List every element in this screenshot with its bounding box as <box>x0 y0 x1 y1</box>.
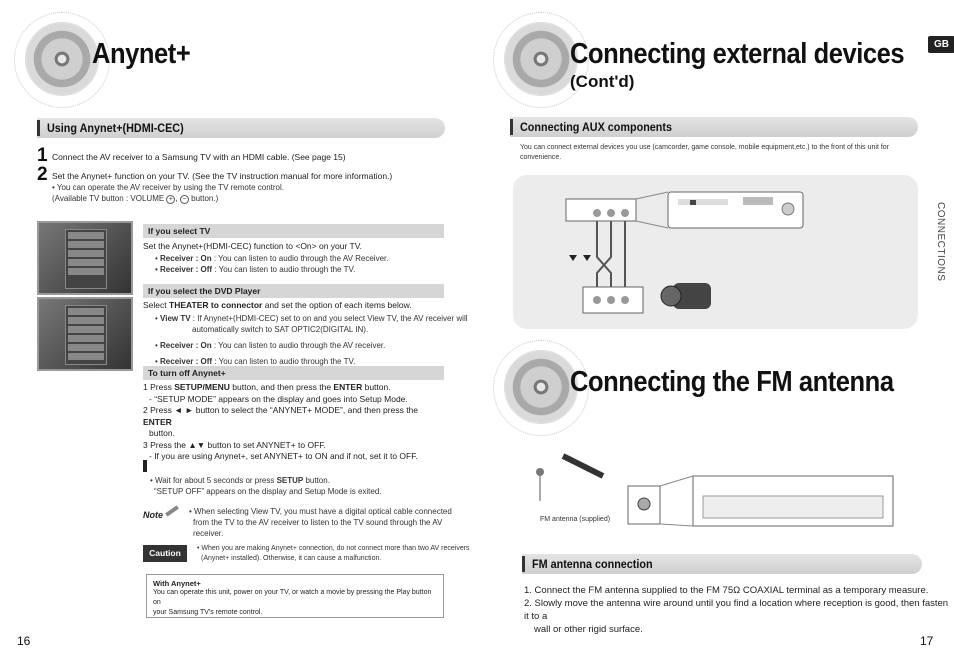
step-2-note: • You can operate the AV receiver by usi… <box>52 182 284 204</box>
section-bar-aux: Connecting AUX components <box>510 117 918 137</box>
volume-note: (Available TV button : VOLUME <box>52 194 165 203</box>
anynet-info-text1: You can operate this unit, power on your… <box>153 589 432 606</box>
select-tv-item-on: • Receiver : On : You can listen to audi… <box>155 254 389 263</box>
aux-diagram-panel <box>513 175 918 329</box>
select-tv-items: • Receiver : On : You can listen to audi… <box>155 253 388 275</box>
disc-decoration-ring-left <box>14 12 110 108</box>
turn-off-step-2-cont: button. <box>149 428 175 438</box>
disc-decoration-ring-right-mid <box>493 340 589 436</box>
disc-decoration-left <box>25 22 99 96</box>
turn-off-step-3: 3 Press the ▲▼ button to set ANYNET+ to … <box>143 439 326 450</box>
step-number-1: 1 <box>37 145 48 166</box>
view-tv-item-cont: automatically switch to SAT OPTIC2(DIGIT… <box>192 325 369 334</box>
tv-menu-screenshot-1 <box>37 221 133 295</box>
caution-text: • When you are making Anynet+ connection… <box>197 545 470 562</box>
page-number-right: 17 <box>920 634 934 648</box>
note-label: Note <box>143 510 163 520</box>
language-badge: GB <box>928 36 954 53</box>
exit-setup-line2: “SETUP OFF” appears on the display and S… <box>154 487 382 496</box>
step-number-2: 2 <box>37 164 48 185</box>
anynet-info-box: With Anynet+ You can operate this unit, … <box>146 574 444 618</box>
header-select-tv: If you select TV <box>143 224 444 238</box>
minus-button-icon: − <box>179 195 189 204</box>
disc-decoration-right-top <box>504 22 578 96</box>
header-turn-off: To turn off Anynet+ <box>143 366 444 380</box>
anynet-info-title: With Anynet+ <box>153 579 201 588</box>
fm-section-title: Connecting the FM antenna <box>570 366 894 398</box>
fm-antenna-caption: FM antenna (supplied) <box>540 516 611 523</box>
anynet-info-text2: your Samsung TV's remote control. <box>153 609 263 616</box>
step-2-note-line1: • You can operate the AV receiver by usi… <box>52 183 284 192</box>
page-number-left: 16 <box>17 634 31 648</box>
tv-menu-screenshot-2 <box>37 297 133 371</box>
side-tab-connections: CONNECTIONS <box>935 202 946 282</box>
page-subtitle-right: (Cont'd) <box>570 72 635 91</box>
exit-setup-marker <box>143 460 147 472</box>
step-2-text: Set the Anynet+ function on your TV. (Se… <box>52 171 393 181</box>
fm-antenna-diagram <box>536 453 894 527</box>
section-bar-fm: FM antenna connection <box>522 554 922 574</box>
select-dvd-item-on: • Receiver : On : You can listen to audi… <box>155 341 386 350</box>
fm-step-2-cont: wall or other rigid surface. <box>534 624 643 635</box>
select-tv-text: Set the Anynet+(HDMI-CEC) function to <O… <box>143 241 362 251</box>
fm-steps: 1. Connect the FM antenna supplied to th… <box>524 584 954 636</box>
disc-decoration-ring-right-top <box>493 12 589 108</box>
view-tv-item: • View TV : If Anynet+(HDMI-CEC) set to … <box>155 314 468 323</box>
section-heading-fm: FM antenna connection <box>532 557 653 571</box>
disc-decoration-right-mid <box>504 350 578 424</box>
header-select-dvd: If you select the DVD Player <box>143 284 444 298</box>
section-bar-anynet: Using Anynet+(HDMI-CEC) <box>37 118 445 138</box>
caution-badge: Caution <box>143 545 187 562</box>
aux-description: You can connect external devices you use… <box>520 144 890 161</box>
fm-step-2: 2. Slowly move the antenna wire around u… <box>524 598 949 622</box>
page-title-left: Anynet+ <box>92 38 191 70</box>
section-heading-anynet: Using Anynet+(HDMI-CEC) <box>47 121 184 135</box>
turn-off-step-1-note: - “SETUP MODE” appears on the display an… <box>149 393 408 404</box>
step-2-note-line2: (Available TV button : VOLUME +, − butto… <box>52 194 219 204</box>
select-tv-item-off: • Receiver : Off : You can listen to aud… <box>155 265 356 274</box>
select-dvd-item-off: • Receiver : Off : You can listen to aud… <box>155 357 356 366</box>
plus-button-icon: + <box>166 195 176 204</box>
fm-step-1: 1. Connect the FM antenna supplied to th… <box>524 585 929 596</box>
volume-note-end: button.) <box>191 194 219 203</box>
note-text: • When selecting View TV, you must have … <box>189 507 452 538</box>
exit-setup-line1: • Wait for about 5 seconds or press SETU… <box>150 476 330 485</box>
select-dvd-items: • View TV : If Anynet+(HDMI-CEC) set to … <box>155 313 468 367</box>
turn-off-step-3-note: - If you are using Anynet+, set ANYNET+ … <box>149 451 418 461</box>
step-1-text: Connect the AV receiver to a Samsung TV … <box>52 152 346 162</box>
turn-off-steps: 1 Press SETUP/MENU button, and then pres… <box>143 382 443 463</box>
exit-setup-text: • Wait for about 5 seconds or press SETU… <box>150 475 382 497</box>
aux-connection-diagram <box>565 191 804 314</box>
note-pencil-icon: Note <box>143 505 179 527</box>
turn-off-step-1: 1 Press SETUP/MENU button, and then pres… <box>143 382 391 392</box>
page-title-right: Connecting external devices <box>570 38 905 70</box>
turn-off-step-2: 2 Press ◄ ► button to select the “ANYNET… <box>143 405 419 427</box>
section-heading-aux: Connecting AUX components <box>520 120 673 134</box>
select-dvd-text: Select THEATER to connector and set the … <box>143 300 412 310</box>
